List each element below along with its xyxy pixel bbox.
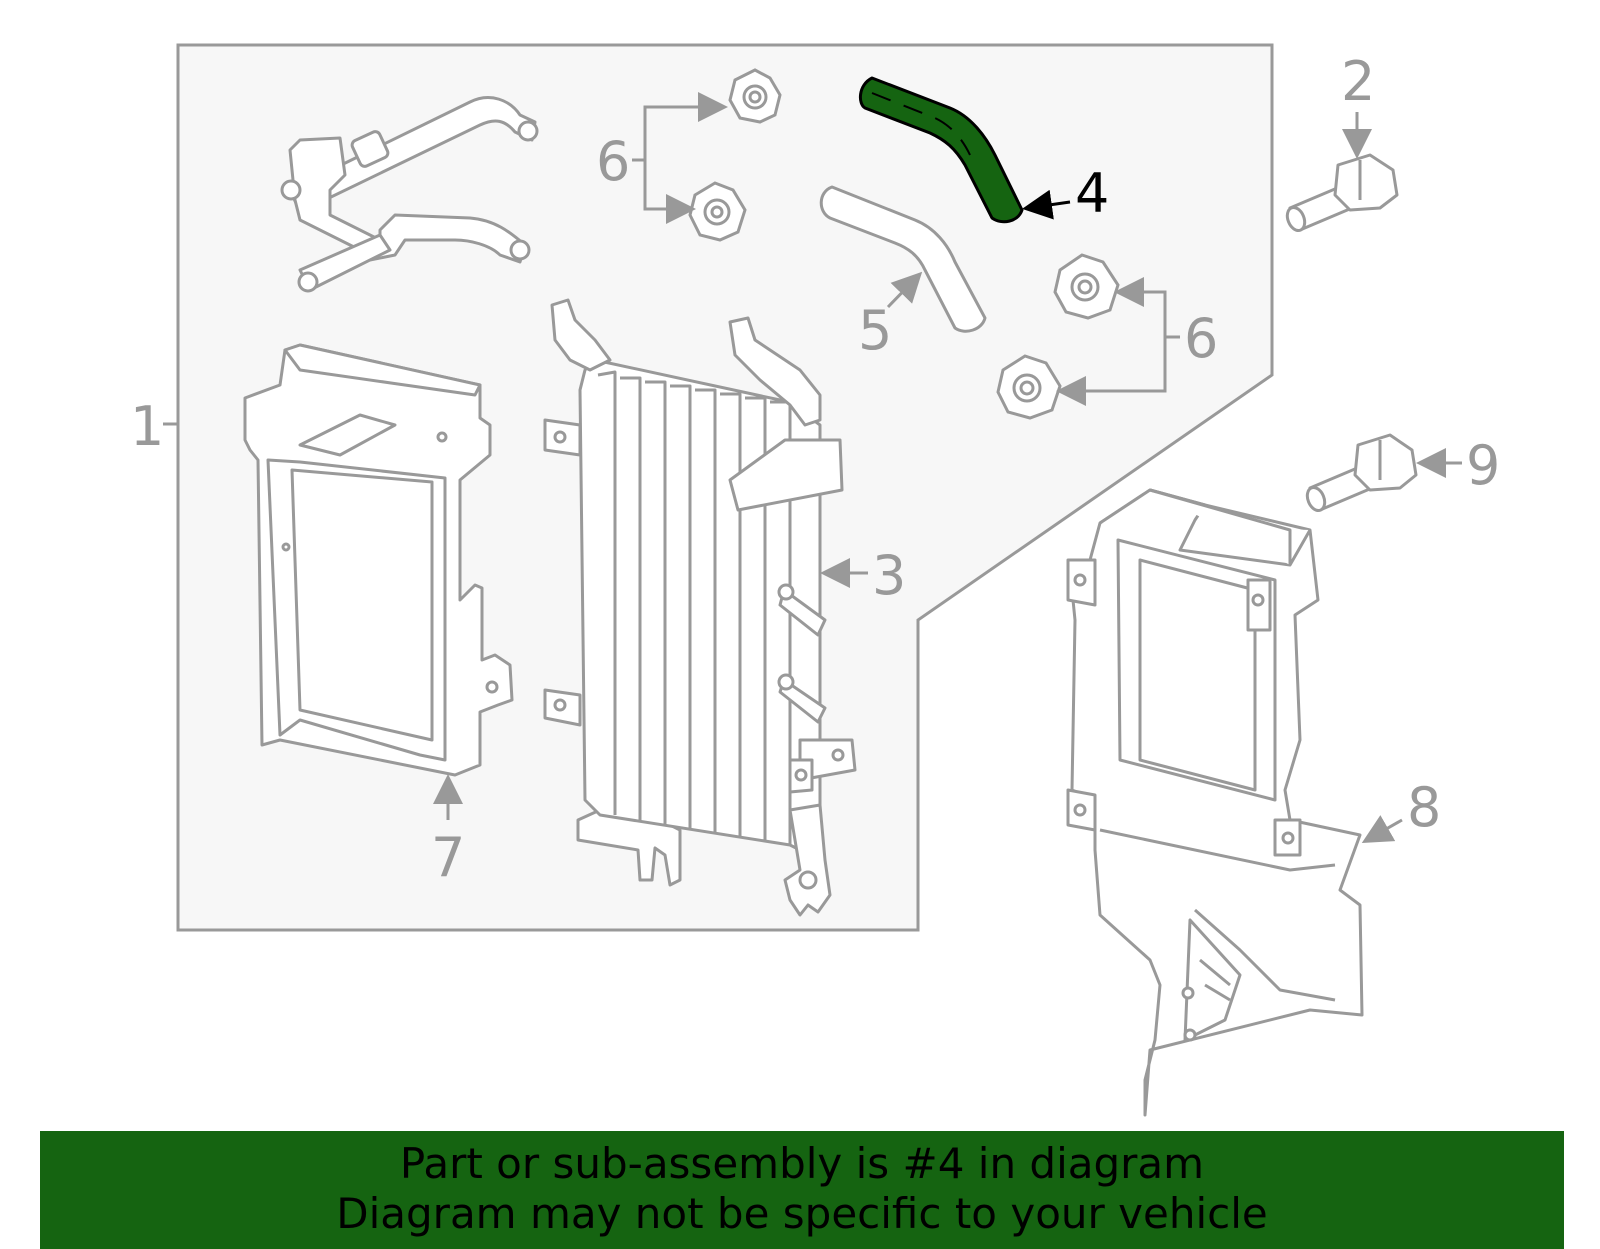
- bolt-9: [1305, 433, 1418, 513]
- callout-2: 2: [1341, 50, 1375, 113]
- callout-8: 8: [1407, 776, 1441, 839]
- callout-5: 5: [858, 299, 892, 362]
- callout-9: 9: [1466, 434, 1500, 497]
- banner-line-2: Diagram may not be specific to your vehi…: [336, 1189, 1268, 1238]
- oil-cooler-3: [543, 298, 857, 917]
- banner-line-1: Part or sub-assembly is #4 in diagram: [399, 1139, 1205, 1188]
- hose-4-highlighted: [858, 76, 1024, 224]
- hose-5: [819, 185, 987, 333]
- callout-6-lower: 6: [1184, 307, 1218, 370]
- callout-1: 1: [130, 395, 164, 458]
- callout-6-upper: 6: [596, 130, 630, 193]
- clamp-upper-2: [688, 181, 747, 242]
- callout-4-leader: [1022, 189, 1071, 220]
- callout-4: 4: [1075, 162, 1109, 225]
- callout-8-leader: [1361, 815, 1403, 843]
- callout-6-lower-leader: [1056, 277, 1180, 406]
- callout-6-upper-leader: [632, 92, 728, 224]
- callout-5-leader: [886, 271, 923, 309]
- pipe-assembly: [280, 96, 539, 293]
- bracket-7: [243, 343, 514, 777]
- clamp-lower-1: [1053, 253, 1120, 320]
- callout-7: 7: [431, 826, 465, 889]
- callout-3: 3: [872, 544, 906, 607]
- info-banner: Part or sub-assembly is #4 in diagram Di…: [40, 1131, 1564, 1249]
- air-duct-8: [1066, 488, 1364, 1117]
- clamp-lower-2: [996, 354, 1062, 420]
- clamp-upper-1: [728, 68, 782, 124]
- bolt-2: [1285, 153, 1399, 233]
